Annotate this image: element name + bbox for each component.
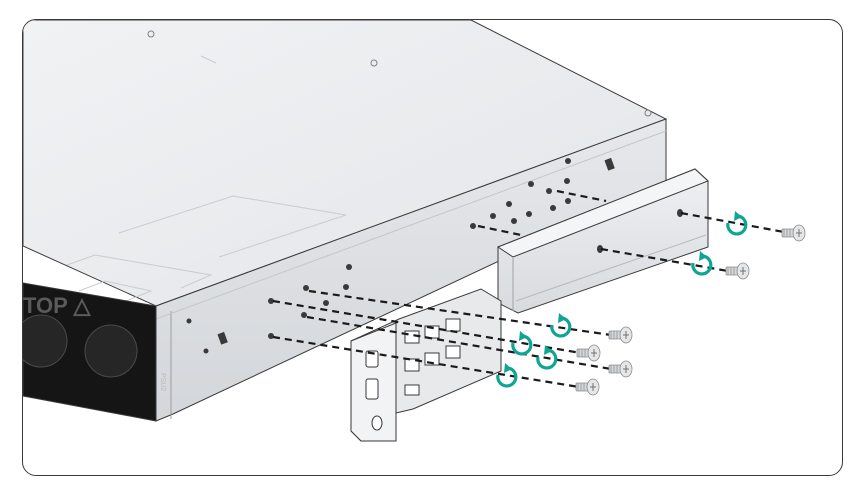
illustration-frame: TOP △ PSU2: [22, 19, 843, 476]
fan-vent-left: [23, 314, 68, 368]
chassis-side-holes: [186, 157, 615, 354]
rack-mount-diagram: TOP △ PSU2: [23, 20, 806, 442]
slide-rail: [496, 168, 709, 314]
fan-vent-right: [84, 324, 138, 378]
chassis-panel-lines: [66, 55, 347, 302]
screw-guide-lines: [272, 189, 785, 389]
psu-label: PSU2: [159, 373, 166, 391]
chassis-top-label: TOP △: [23, 293, 92, 318]
